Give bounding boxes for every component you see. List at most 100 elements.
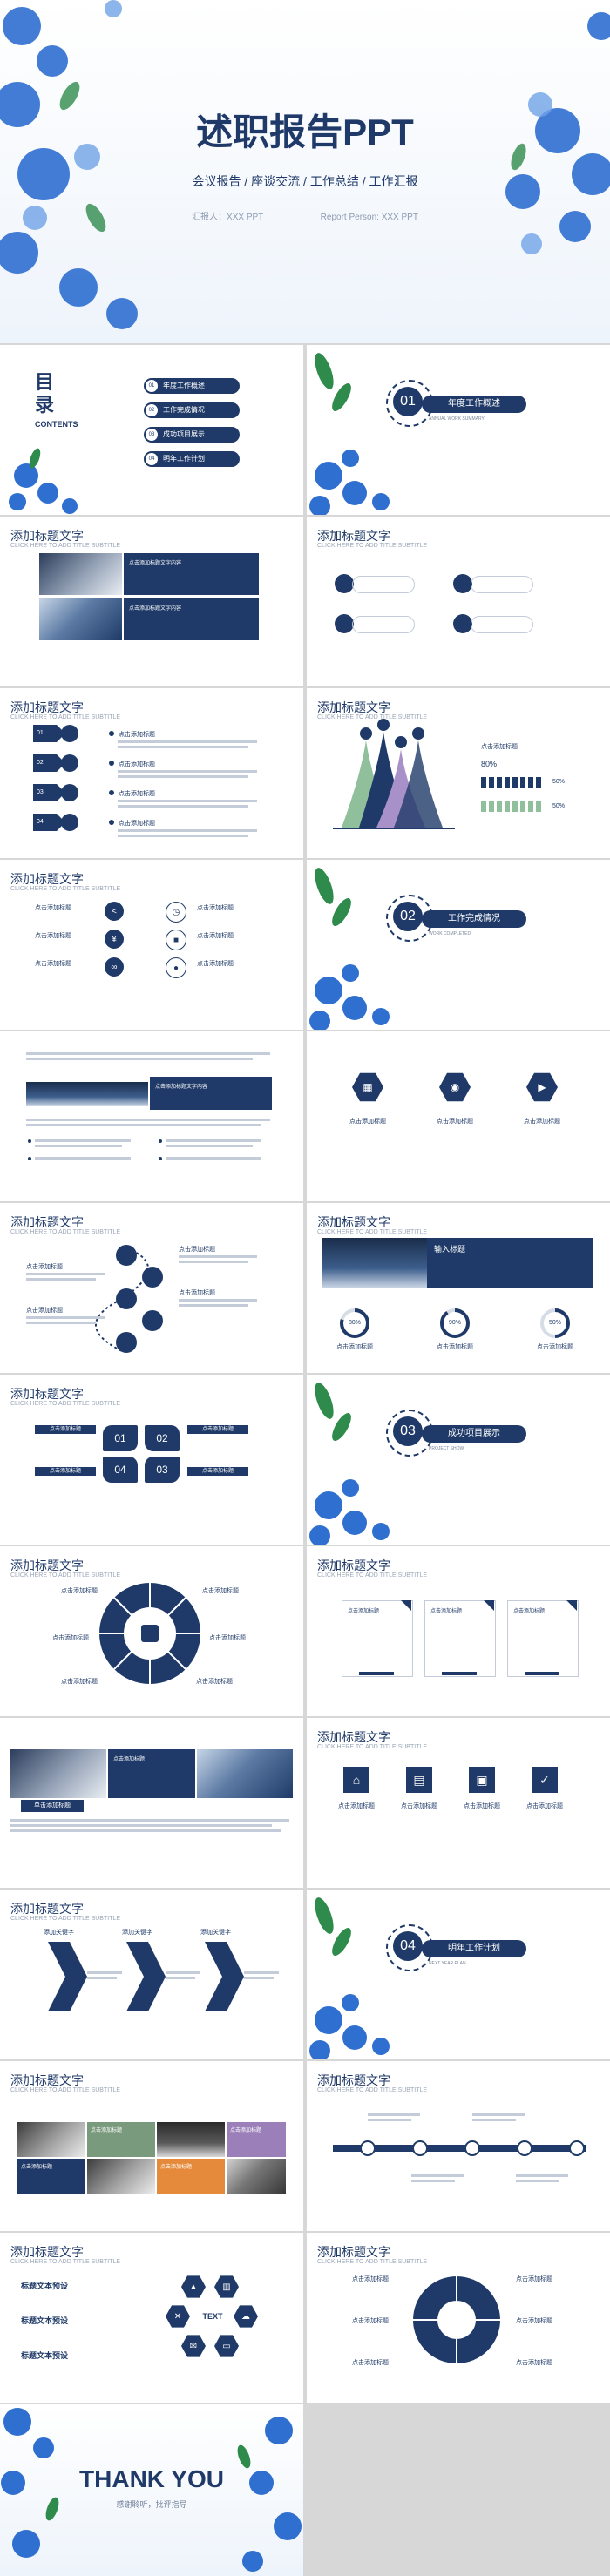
list-title-2: 点击添加标题 — [119, 761, 155, 767]
tile-02: 02 — [145, 1425, 180, 1451]
chain-title-3: 点击添加标题 — [26, 1264, 63, 1270]
slide-title: 添加标题文字 — [10, 1387, 84, 1401]
point-circle-1 — [335, 574, 354, 593]
cover-subtitle: 会议报告 / 座谈交流 / 工作总结 / 工作汇报 — [192, 174, 418, 188]
slide-title: 添加标题文字 — [10, 872, 84, 886]
slide-title: 添加标题文字 — [317, 529, 390, 543]
list-num-1: 01 — [37, 730, 44, 736]
slide-title: 添加标题文字 — [317, 1215, 390, 1229]
gap — [0, 343, 610, 345]
slide-title: 添加标题文字 — [10, 2245, 84, 2259]
slide-title: 添加标题文字 — [317, 700, 390, 714]
text-block-2: 点击添加标题文字内容 — [124, 598, 259, 640]
list-num-3: 03 — [37, 789, 44, 795]
gap — [303, 688, 307, 858]
section-sub: NEXT YEAR PLAN — [429, 1961, 466, 1966]
gap — [0, 1716, 610, 1718]
chain-title-1: 点击添加标题 — [179, 1247, 215, 1253]
tile-03: 03 — [145, 1457, 180, 1483]
strip-photo-3 — [87, 2159, 155, 2194]
toc-title: 目录 — [35, 371, 55, 416]
slide-subtitle: CLICK HERE TO ADD TITLE SUBTITLE — [317, 543, 428, 549]
section-title: 成功项目展示 — [422, 1425, 526, 1443]
section-flowers — [309, 868, 390, 1030]
photo-1 — [39, 553, 122, 595]
slide-subtitle: CLICK HERE TO ADD TITLE SUBTITLE — [10, 2259, 121, 2265]
cover-reporter: 汇报人：XXX PPT Report Person: XXX PPT — [0, 209, 610, 222]
slide-subtitle: CLICK HERE TO ADD TITLE SUBTITLE — [317, 1744, 428, 1750]
grid-title-6: 点击添加标题 — [197, 961, 234, 967]
list-title-1: 点击添加标题 — [119, 732, 155, 738]
gap — [0, 2231, 610, 2233]
slide-subtitle: CLICK HERE TO ADD TITLE SUBTITLE — [10, 1401, 121, 1407]
ring-title-2: 点击添加标题 — [437, 1344, 473, 1350]
gap — [0, 1545, 610, 1546]
card-2: 点击添加标题 — [424, 1600, 496, 1677]
peaks-pct-50a: 50% — [552, 779, 566, 785]
progress-rings — [340, 1308, 570, 1338]
timeline — [333, 2113, 586, 2182]
gap — [303, 345, 307, 515]
toc-title-en: CONTENTS — [35, 420, 78, 429]
chain-title-2: 点击添加标题 — [179, 1290, 215, 1296]
tile-label-3: 点击添加标题 — [35, 1467, 96, 1476]
chain-slide: 添加标题文字 CLICK HERE TO ADD TITLE SUBTITLE … — [0, 1203, 303, 1373]
gap — [0, 1888, 610, 1890]
thank-you-title: THANK YOU — [79, 2465, 224, 2492]
grid-title-1: 点击添加标题 — [35, 905, 71, 911]
gear-label-4: 点击添加标题 — [516, 2276, 552, 2282]
user-icon: ● — [166, 957, 186, 978]
gear-diagram — [413, 2276, 500, 2363]
slide-title: 添加标题文字 — [10, 1558, 84, 1572]
share-icon: < — [105, 902, 124, 921]
ring-pct-1: 80% — [348, 1320, 361, 1326]
section-04-slide: 04 明年工作计划 NEXT YEAR PLAN — [307, 1890, 610, 2059]
thank-you-subtitle: 感谢聆听，批评指导 — [116, 2500, 187, 2509]
gear-label-5: 点击添加标题 — [516, 2318, 552, 2324]
text-lines — [26, 1052, 270, 1160]
cover-slide: 述职报告PPT 会议报告 / 座谈交流 / 工作总结 / 工作汇报 汇报人：XX… — [0, 0, 610, 343]
home-icon: ⌂ — [343, 1767, 369, 1793]
gap — [0, 515, 610, 517]
rocket-icon: ▲ — [181, 2275, 206, 2298]
chevrons — [48, 1942, 279, 2011]
section-title: 工作完成情况 — [422, 910, 526, 928]
numbered-list-slide: 添加标题文字 CLICK HERE TO ADD TITLE SUBTITLE … — [0, 688, 303, 858]
gap — [0, 1373, 610, 1375]
slide-title: 添加标题文字 — [10, 529, 84, 543]
photo-strip-slide: 添加标题文字 CLICK HERE TO ADD TITLE SUBTITLE … — [0, 2061, 303, 2231]
section-number: 04 — [393, 1931, 423, 1961]
money-icon: ¥ — [105, 930, 124, 949]
strip-tile-purple: 点击添加标题 — [227, 2122, 286, 2157]
section-title: 年度工作概述 — [422, 396, 526, 413]
point-pill-4 — [471, 616, 533, 633]
banner-photo — [26, 1082, 148, 1106]
preset-3: 标题文本预设 — [21, 2351, 69, 2360]
gap — [0, 1201, 610, 1203]
card-corners — [359, 1600, 577, 1675]
section-sub: WORK COMPLETED — [429, 931, 471, 936]
section-number: 01 — [393, 387, 423, 416]
gap — [303, 2233, 307, 2403]
handshake-label: 单击添加标题 — [21, 1800, 84, 1812]
slide-subtitle: CLICK HERE TO ADD TITLE SUBTITLE — [317, 1572, 428, 1579]
slide-subtitle: CLICK HERE TO ADD TITLE SUBTITLE — [317, 714, 428, 720]
card-1: 点击添加标题 — [342, 1600, 413, 1677]
slide-subtitle: CLICK HERE TO ADD TITLE SUBTITLE — [317, 2259, 428, 2265]
handshake-photo-1 — [10, 1749, 106, 1798]
section-title: 明年工作计划 — [422, 1940, 526, 1957]
section-sub: PROJECT SHOW — [429, 1446, 464, 1451]
id-card-icon: ▭ — [214, 2335, 239, 2357]
peaks-title: 点击添加标题 — [481, 744, 518, 750]
grid-title-4: 点击添加标题 — [197, 905, 234, 911]
icon-grid-slide: 添加标题文字 CLICK HERE TO ADD TITLE SUBTITLE … — [0, 860, 303, 1030]
tile-label-2: 点击添加标题 — [187, 1425, 248, 1434]
chain-title-4: 点击添加标题 — [26, 1308, 63, 1314]
gap — [0, 2059, 610, 2061]
slide-subtitle: CLICK HERE TO ADD TITLE SUBTITLE — [10, 543, 121, 549]
tile-01: 01 — [103, 1425, 138, 1451]
